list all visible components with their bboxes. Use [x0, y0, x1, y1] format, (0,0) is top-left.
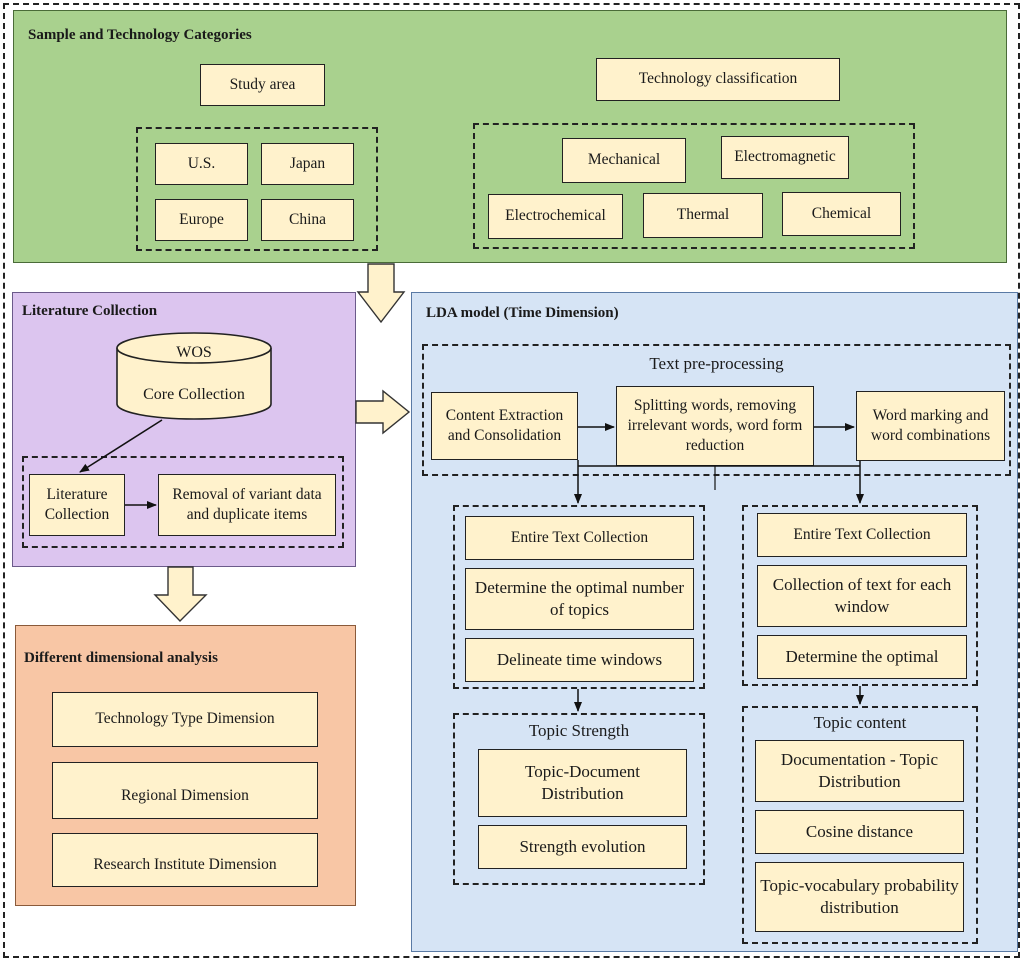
topic-content-group	[742, 706, 978, 944]
right-branch-group	[742, 505, 978, 686]
lda-panel-title: LDA model (Time Dimension)	[426, 305, 619, 321]
database-core-collection: Core Collection	[143, 386, 245, 403]
left-entire-text-box: Entire Text Collection	[465, 516, 694, 560]
tech-classification-box: Technology classification	[596, 58, 840, 101]
tech-mechanical: Mechanical	[562, 138, 686, 183]
strength-evolution-box: Strength evolution	[478, 825, 687, 869]
tech-electromagnetic: Electromagnetic	[721, 136, 849, 179]
tech-thermal: Thermal	[643, 193, 763, 238]
topic-document-box: Topic-Document Distribution	[478, 749, 687, 817]
literature-panel-title: Literature Collection	[22, 303, 158, 319]
topic-vocab-box: Topic-vocabulary probability distributio…	[755, 862, 964, 932]
topic-content-title: Topic content	[813, 713, 907, 732]
window-text-box: Collection of text for each window	[757, 565, 967, 627]
optimal-topics-box: Determine the optimal number of topics	[465, 568, 694, 630]
region-europe: Europe	[155, 199, 248, 241]
regions-group	[136, 127, 378, 251]
tech-electrochemical: Electrochemical	[488, 194, 623, 239]
preprocessing-title: Text pre-processing	[649, 354, 784, 373]
collection-group	[22, 456, 344, 548]
tech-chemical: Chemical	[782, 192, 901, 236]
topic-strength-group	[453, 713, 705, 885]
topic-strength-title: Topic Strength	[528, 721, 630, 740]
region-china: China	[261, 199, 354, 241]
determine-optimal-box: Determine the optimal	[757, 635, 967, 679]
literature-collection-box: Literature Collection	[29, 474, 125, 536]
splitting-words-box: Splitting words, removing irrelevant wor…	[616, 386, 814, 466]
tech-type-dimension: Technology Type Dimension	[52, 692, 318, 747]
content-extraction-box: Content Extraction and Consolidation	[431, 392, 578, 460]
removal-box: Removal of variant data and duplicate it…	[158, 474, 336, 536]
database-wos: WOS	[176, 344, 212, 361]
study-area-box: Study area	[200, 64, 325, 106]
sample-panel-title: Sample and Technology Categories	[28, 27, 252, 43]
outer-frame	[3, 3, 1020, 958]
region-us: U.S.	[155, 143, 248, 185]
research-institute-dimension: Research Institute Dimension	[52, 833, 318, 887]
doc-topic-box: Documentation - Topic Distribution	[755, 740, 964, 802]
techs-group	[473, 123, 915, 249]
left-branch-group	[453, 505, 705, 689]
cosine-distance-box: Cosine distance	[755, 810, 964, 854]
word-marking-box: Word marking and word combinations	[856, 391, 1005, 461]
regional-dimension: Regional Dimension	[52, 762, 318, 819]
dimensional-panel-title: Different dimensional analysis	[24, 650, 218, 666]
right-entire-text-box: Entire Text Collection	[757, 513, 967, 557]
time-windows-box: Delineate time windows	[465, 638, 694, 682]
region-japan: Japan	[261, 143, 354, 185]
preprocessing-group	[422, 344, 1011, 476]
